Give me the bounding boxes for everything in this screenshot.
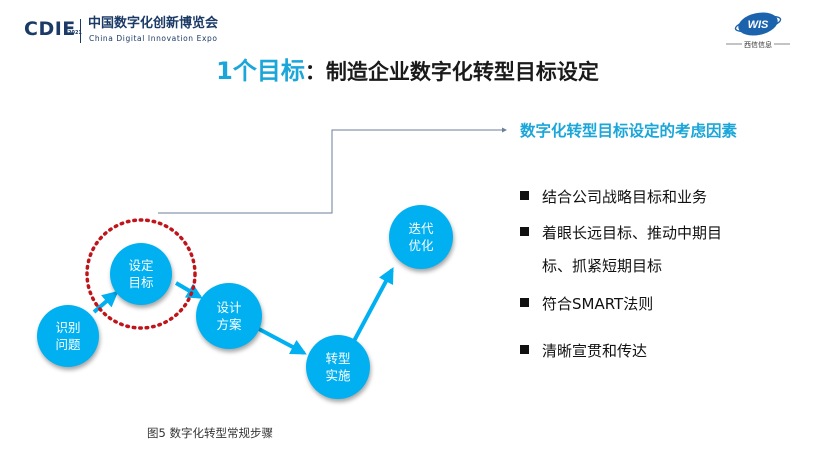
bullet-square-icon xyxy=(520,298,529,307)
step-label-line1: 识别 xyxy=(55,320,81,335)
factor-item-continuation: 标、抓紧短期目标 xyxy=(542,257,663,275)
step-design-solution: 设计 方案 xyxy=(196,283,262,349)
bullet-square-icon xyxy=(520,191,529,200)
logo-divider xyxy=(80,19,81,43)
expo-name-en: China Digital Innovation Expo xyxy=(89,34,218,43)
step-label-line2: 问题 xyxy=(55,337,81,352)
highlight-ring xyxy=(85,218,197,330)
step-label-line2: 目标 xyxy=(128,275,154,290)
arrow-implement-to-iterate xyxy=(352,267,394,342)
bullet-square-icon xyxy=(520,345,529,354)
wis-logo-emblem xyxy=(734,12,782,36)
factor-text: 着眼长远目标、推动中期目 xyxy=(542,224,723,242)
factors-heading: 数字化转型目标设定的考虑因素 xyxy=(520,122,738,140)
wis-logo-subtitle: 西信信息 xyxy=(744,40,772,49)
arrow-set-to-design xyxy=(174,281,203,299)
arrow-design-to-implement xyxy=(256,326,307,355)
cdie-logo-year: 2021 xyxy=(68,30,82,36)
step-label-line2: 方案 xyxy=(216,317,242,332)
wis-logo: WIS 西信信息 xyxy=(726,12,790,49)
factors-connector-line xyxy=(158,127,507,214)
figure-caption: 图5 数字化转型常规步骤 xyxy=(147,426,273,440)
step-label-line1: 迭代 xyxy=(408,221,434,236)
factor-item: 清晰宣贯和传达 xyxy=(520,341,647,361)
wis-logo-text: WIS xyxy=(748,19,769,31)
step-label-line2: 优化 xyxy=(408,238,434,253)
page-title-text: ：制造企业数字化转型目标设定 xyxy=(304,60,599,84)
step-implement: 转型 实施 xyxy=(306,335,370,399)
cdie-logo-mark: CDIE xyxy=(24,18,76,40)
step-label-line1: 设计 xyxy=(216,300,242,315)
step-iterate: 迭代 优化 xyxy=(389,205,453,269)
step-set-goal: 设定 目标 xyxy=(110,243,172,305)
page-title-number: 1个目标 xyxy=(216,57,305,85)
step-label-line1: 转型 xyxy=(325,351,351,366)
factor-text: 结合公司战略目标和业务 xyxy=(542,188,708,206)
factor-item: 符合SMART法则 xyxy=(520,294,653,314)
bullet-square-icon xyxy=(520,227,529,236)
factor-item: 着眼长远目标、推动中期目 xyxy=(520,223,722,243)
factor-item: 结合公司战略目标和业务 xyxy=(520,187,707,207)
arrow-identify-to-set xyxy=(92,290,119,314)
page-title: 1个目标：制造企业数字化转型目标设定 xyxy=(0,58,815,85)
factor-text: 符合SMART法则 xyxy=(542,295,654,313)
step-label-line2: 实施 xyxy=(325,368,351,383)
factor-text: 清晰宣贯和传达 xyxy=(542,342,648,360)
expo-name-cn: 中国数字化创新博览会 xyxy=(88,16,219,31)
step-identify-problem: 识别 问题 xyxy=(37,305,99,367)
step-label-line1: 设定 xyxy=(128,258,154,273)
